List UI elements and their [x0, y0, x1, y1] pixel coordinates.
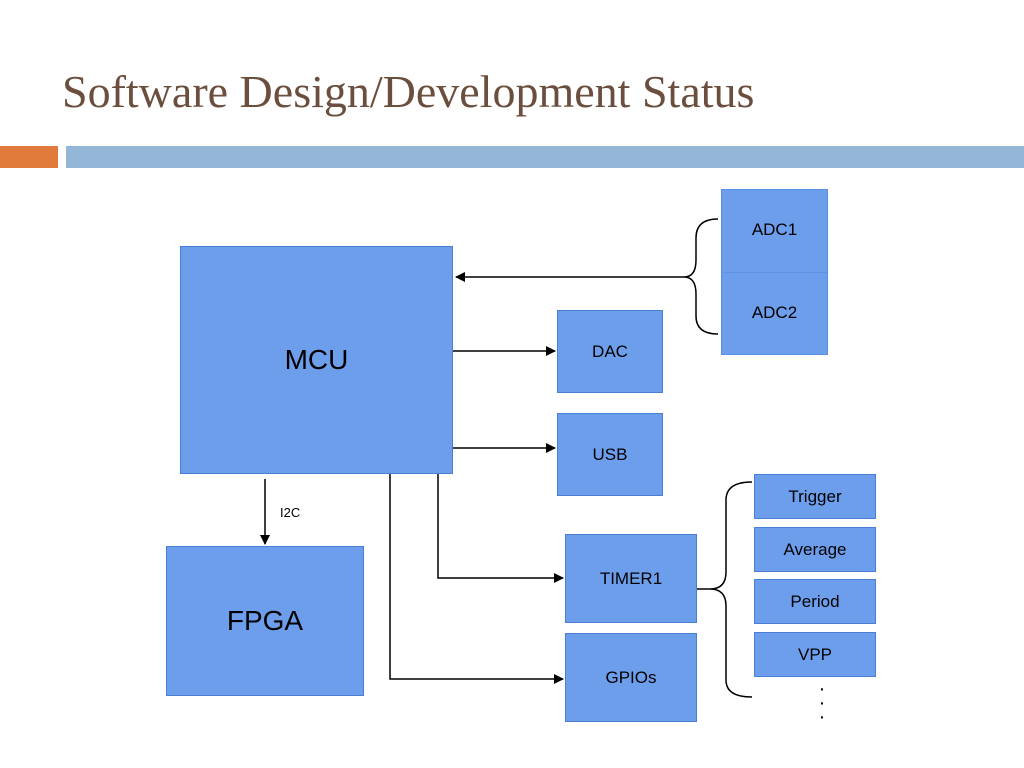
fpga-block: FPGA	[166, 546, 364, 696]
gpios-label: GPIOs	[605, 667, 657, 687]
trigger-label: Trigger	[788, 486, 842, 506]
gpios-block: GPIOs	[565, 633, 697, 722]
dac-label: DAC	[592, 341, 628, 361]
usb-block: USB	[557, 413, 663, 496]
arrow-mcu-to-timer1	[437, 474, 564, 583]
average-block: Average	[754, 527, 876, 572]
continuation-dots: · · ·	[818, 678, 826, 728]
adc-bracket	[683, 218, 719, 335]
adc-block: ADC1 ADC2	[721, 189, 828, 355]
arrow-mcu-to-gpios	[389, 474, 564, 684]
period-block: Period	[754, 579, 876, 624]
timer1-block: TIMER1	[565, 534, 697, 623]
fpga-label: FPGA	[226, 605, 304, 636]
timer1-bracket	[709, 481, 753, 698]
adc1-label: ADC1	[751, 220, 798, 239]
usb-label: USB	[592, 444, 628, 464]
vpp-label: VPP	[797, 644, 833, 664]
period-label: Period	[790, 591, 840, 611]
accent-bar-orange	[0, 146, 58, 168]
trigger-block: Trigger	[754, 474, 876, 519]
mcu-block: MCU	[180, 246, 453, 474]
timer1-label: TIMER1	[599, 568, 663, 588]
mcu-label: MCU	[284, 344, 349, 375]
vpp-block: VPP	[754, 632, 876, 677]
slide-title: Software Design/Development Status	[62, 66, 755, 117]
dac-block: DAC	[557, 310, 663, 393]
accent-bar-blue	[66, 146, 1024, 168]
adc-divider	[722, 272, 827, 273]
i2c-label: I2C	[280, 505, 301, 520]
adc2-label: ADC2	[751, 303, 798, 322]
average-label: Average	[783, 539, 847, 559]
